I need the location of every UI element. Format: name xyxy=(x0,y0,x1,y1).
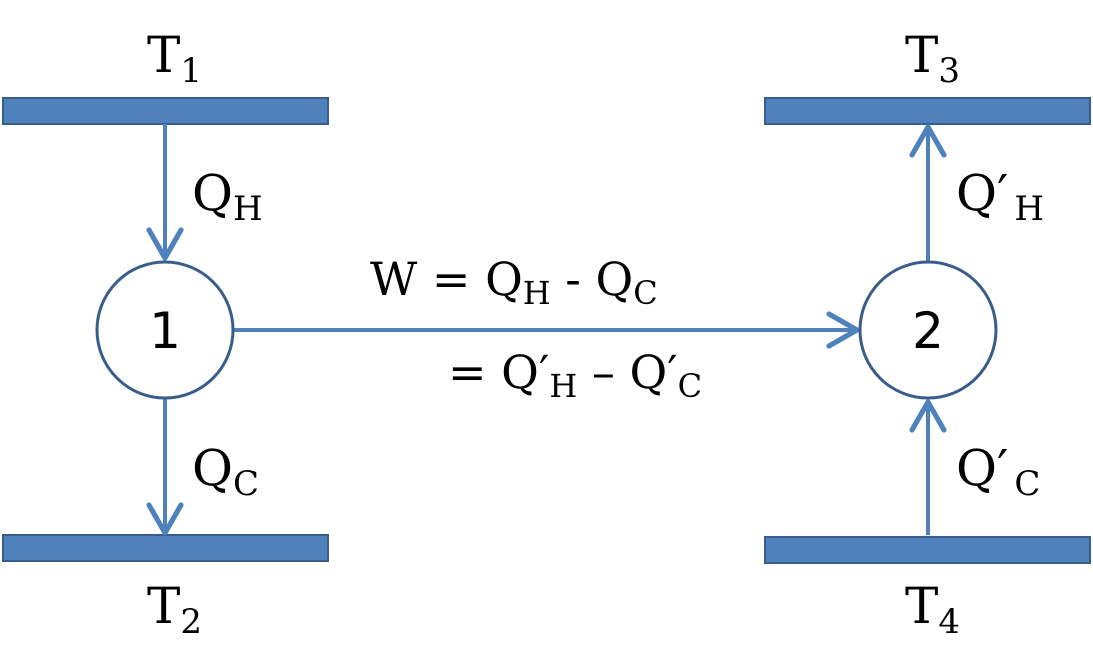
engine-2-circle xyxy=(858,260,998,400)
qh-label: QH xyxy=(192,164,263,229)
reservoir-t3-label: T3 xyxy=(905,26,960,91)
reservoir-t2-bar xyxy=(2,534,329,562)
reservoir-t4-label: T4 xyxy=(905,577,960,642)
work-equation-line1: W = QH - QC xyxy=(370,252,658,312)
reservoir-t4-bar xyxy=(764,536,1091,564)
qpc-label: Q′C xyxy=(956,439,1040,504)
engine-1-label: 1 xyxy=(149,302,181,360)
reservoir-t1-label: T1 xyxy=(147,26,202,91)
reservoir-t3-bar xyxy=(764,97,1091,125)
work-equation-line2: = Q′H – Q′C xyxy=(448,345,702,405)
qc-label: QC xyxy=(192,439,259,504)
reservoir-t1-bar xyxy=(2,97,329,125)
engine-2-label: 2 xyxy=(912,302,944,360)
reservoir-t2-label: T2 xyxy=(147,577,202,642)
qph-label: Q′H xyxy=(956,164,1044,229)
engine-1-circle xyxy=(95,260,235,400)
